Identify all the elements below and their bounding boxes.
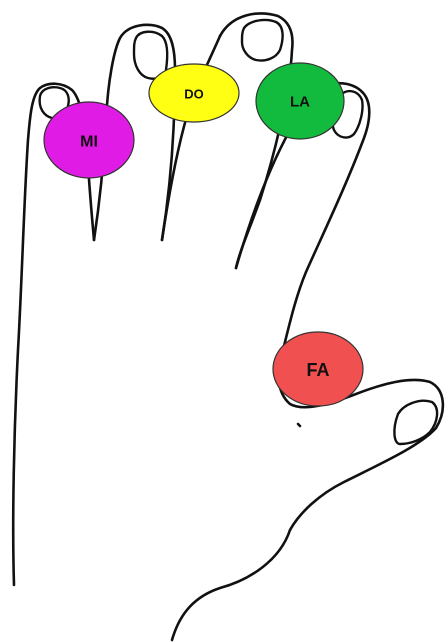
fingernails [40,20,437,444]
note-label-mi: MI [80,134,98,151]
middle-finger-nail [242,20,283,61]
wrist-outline [172,530,290,640]
note-marker-do: DO [149,64,239,122]
note-marker-la: LA [256,63,344,139]
palm-mark [298,424,300,426]
note-label-do: DO [184,87,204,102]
ring-finger-nail [134,32,167,79]
note-marker-mi: MI [44,102,134,178]
note-label-fa: FA [306,360,329,380]
note-marker-fa: FA [273,332,363,406]
note-label-la: LA [290,94,310,111]
thumb-nail [394,401,437,444]
